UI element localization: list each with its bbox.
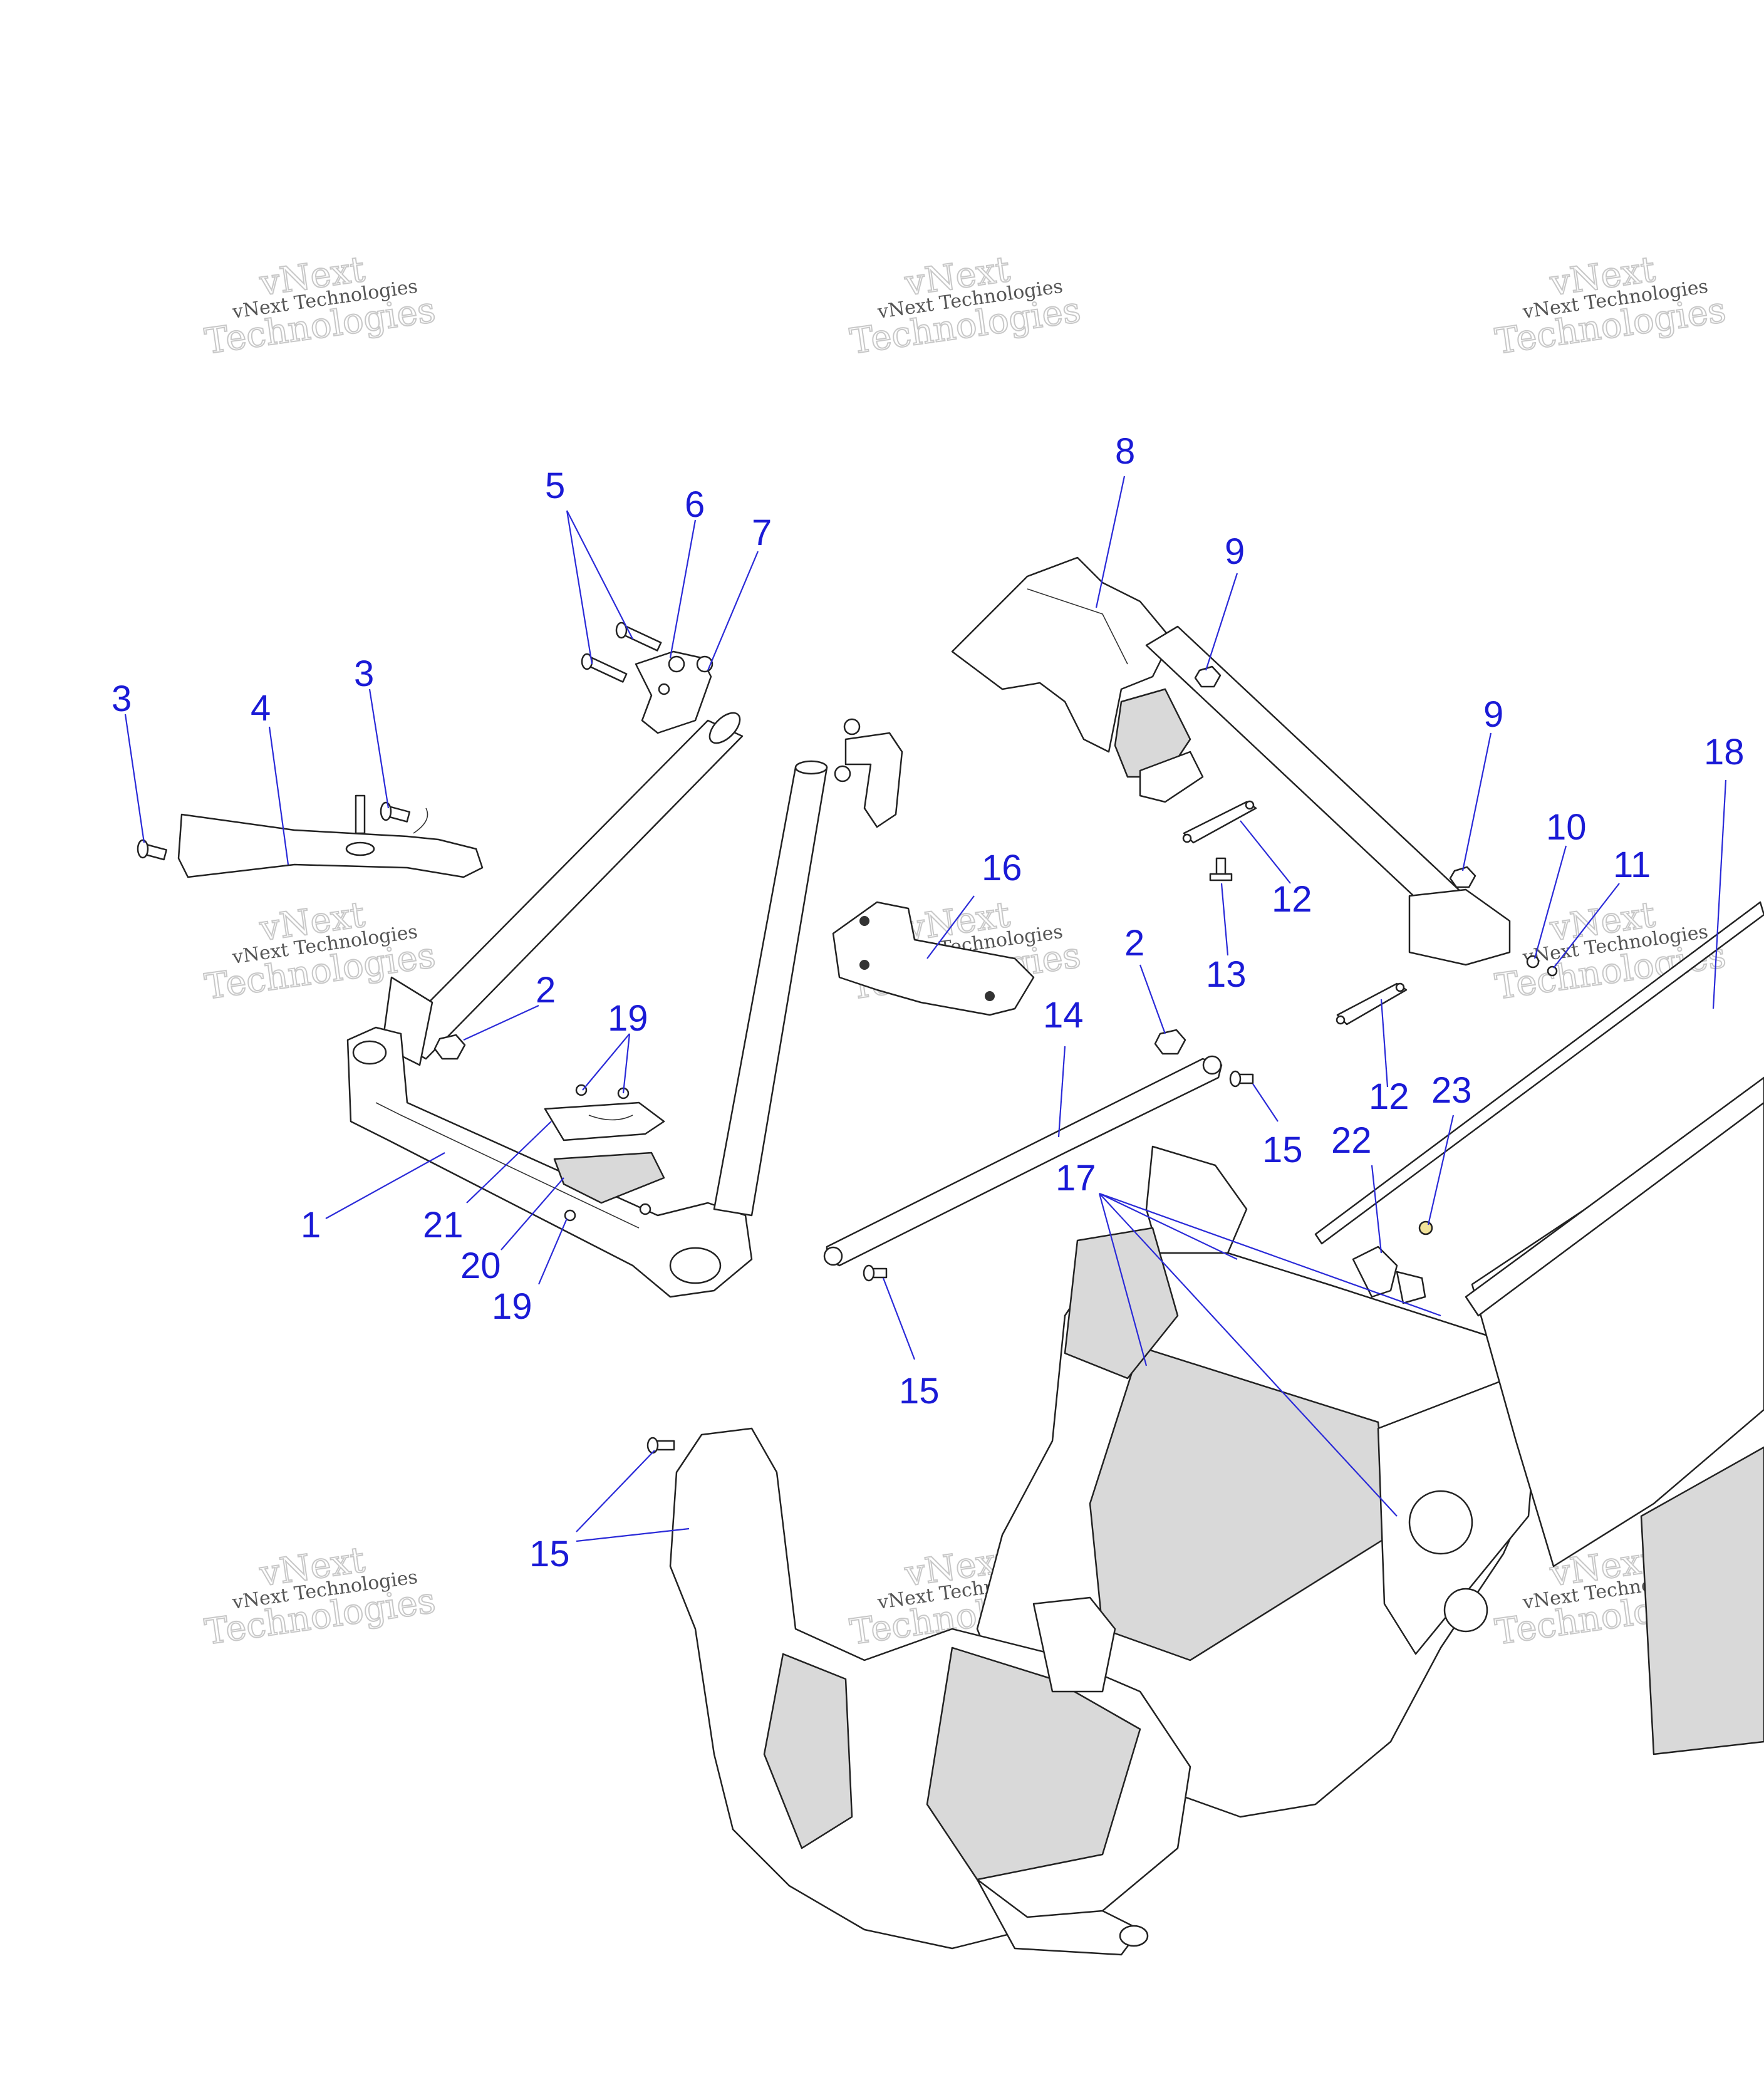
callout-19-upper: 19 (608, 998, 648, 1039)
rail-18 (1314, 901, 1764, 1245)
plate-21 (544, 1101, 665, 1141)
callout-1: 1 (301, 1205, 321, 1245)
callout-7: 7 (752, 512, 772, 553)
strap-12-lower (1336, 982, 1408, 1026)
bulkhead-front (669, 1427, 1191, 1956)
strap-12-upper (1182, 800, 1257, 844)
callout-14: 14 (1043, 995, 1084, 1036)
callout-20: 20 (460, 1245, 501, 1286)
callout-18: 18 (1704, 732, 1745, 772)
callout-3-left: 3 (112, 679, 132, 719)
callout-6: 6 (685, 484, 705, 525)
column-mount-8 (951, 556, 1204, 803)
watermark-low-left: vNext Technologies vNext Technologies (202, 1539, 438, 1653)
callout-17: 17 (1056, 1158, 1096, 1198)
callout-9-lower: 9 (1483, 694, 1503, 735)
callout-9-upper: 9 (1225, 531, 1245, 572)
callout-23: 23 (1431, 1070, 1472, 1111)
part-brace-bar (177, 794, 484, 878)
callout-5: 5 (545, 465, 565, 506)
tube-right-diagonal (713, 760, 828, 1217)
stud-19-upper (575, 1084, 630, 1100)
callout-16: 16 (982, 848, 1022, 888)
callout-22: 22 (1331, 1120, 1372, 1161)
bolt-3-right (380, 801, 411, 823)
main-frame-17 (976, 1145, 1567, 1818)
watermark-mid-right: vNext Technologies vNext Technologies (1492, 893, 1729, 1008)
frame-loop-1 (346, 1026, 753, 1298)
callout-4: 4 (251, 688, 271, 729)
bolt-15-lower-a (646, 1437, 675, 1454)
callouts: 1 2 2 3 3 4 5 6 7 8 9 9 10 11 12 12 13 1… (112, 431, 1745, 1574)
callout-13: 13 (1206, 954, 1247, 995)
bolt-3-left (137, 839, 168, 861)
callout-12-upper: 12 (1272, 879, 1312, 920)
bolt-5-lower (581, 653, 628, 683)
stud-13 (1209, 857, 1233, 881)
nut-10 (1526, 955, 1540, 969)
callout-2-right: 2 (1124, 923, 1144, 964)
callout-3-right: 3 (354, 653, 374, 694)
nut-9-upper (1194, 665, 1222, 688)
bolt-15-right (1229, 1070, 1254, 1088)
column-tube-8 (1145, 625, 1511, 966)
tie-rod-14 (823, 1055, 1223, 1267)
callout-12-lower: 12 (1369, 1076, 1409, 1117)
callout-10: 10 (1546, 807, 1587, 848)
washer-11 (1547, 965, 1558, 977)
watermark-top-center: vNext Technologies vNext Technologies (847, 248, 1084, 363)
callout-21: 21 (423, 1205, 464, 1245)
fastener-23 (1418, 1220, 1433, 1235)
nut-2-left (433, 1034, 466, 1060)
side-rail-right (1465, 1076, 1764, 1755)
watermark-top-left: vNext Technologies vNext Technologies (202, 248, 438, 363)
clip-22 (1352, 1245, 1426, 1304)
watermark-top-right: vNext Technologies vNext Technologies (1492, 248, 1729, 363)
clamp-upper-right (834, 718, 903, 828)
callout-15-right: 15 (1262, 1130, 1303, 1170)
stud-19-lower (564, 1203, 651, 1222)
callout-8: 8 (1115, 431, 1135, 472)
callout-19-lower: 19 (492, 1286, 532, 1327)
bracket-16 (832, 901, 1035, 1016)
bolt-15-center (863, 1264, 888, 1282)
tube-left-upper (381, 712, 744, 1066)
callout-15-center: 15 (899, 1371, 940, 1412)
callout-15-lower: 15 (529, 1534, 570, 1574)
leader-lines (124, 476, 1727, 1542)
callout-2-left: 2 (536, 970, 556, 1011)
clamp-plate-6-7 (635, 650, 713, 734)
nut-2-right (1154, 1029, 1186, 1055)
callout-11: 11 (1613, 845, 1651, 885)
bolt-5-upper (615, 621, 662, 652)
nut-9-lower (1449, 866, 1476, 888)
